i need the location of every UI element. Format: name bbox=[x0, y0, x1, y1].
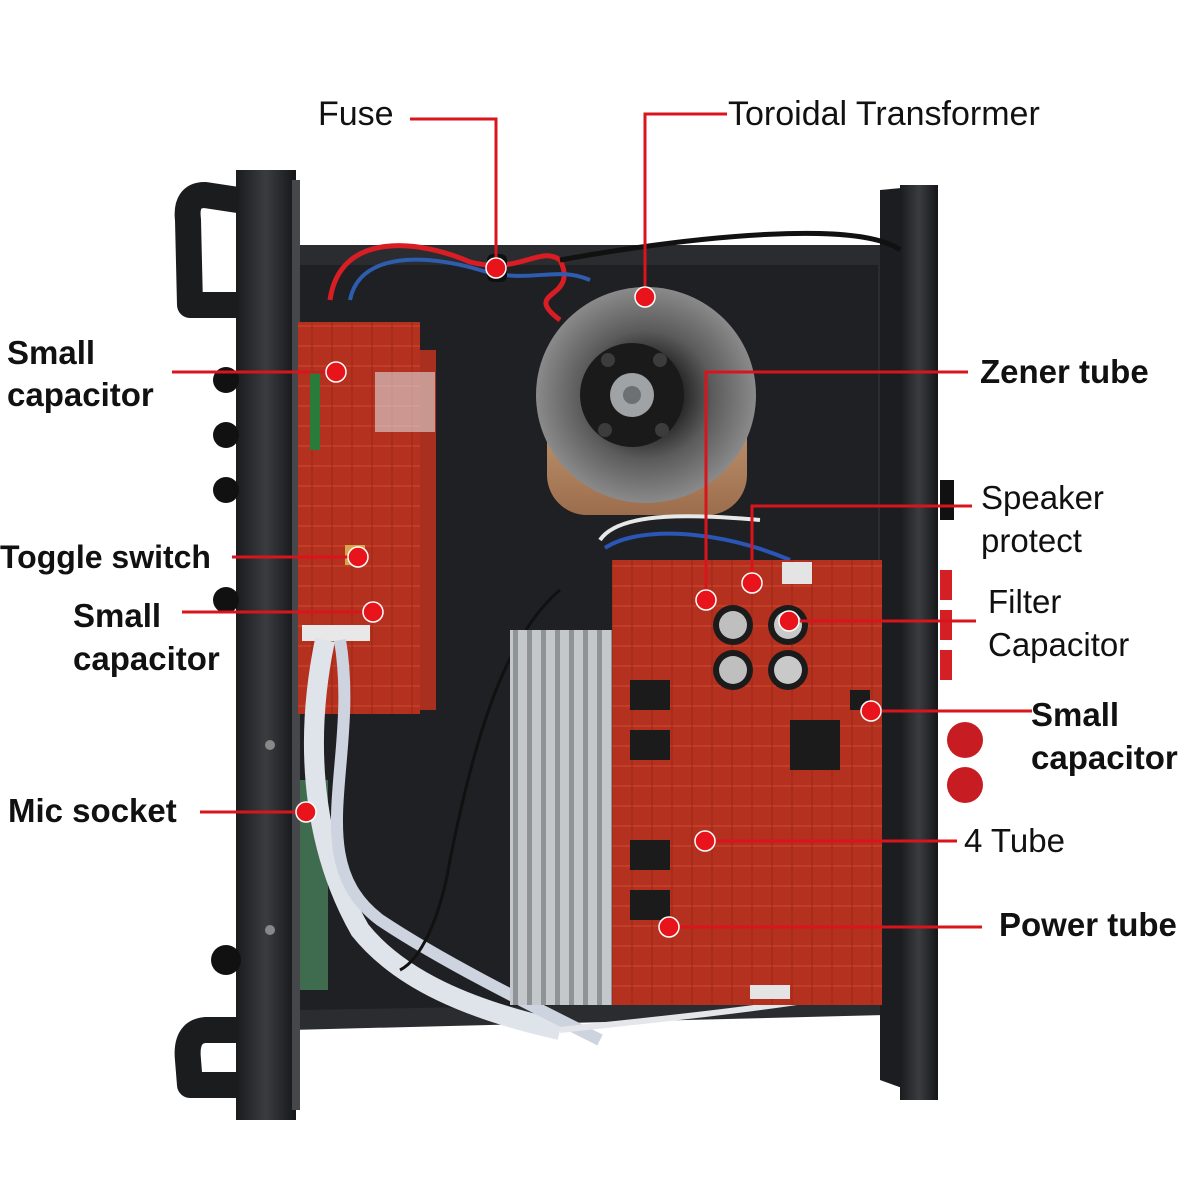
label-fuse-text: Fuse bbox=[318, 95, 394, 133]
label-small-capacitor-top-line1: Small bbox=[7, 334, 96, 371]
label-small-capacitor-right: Small capacitor bbox=[1031, 693, 1178, 779]
leader-line-toroidal-transformer bbox=[643, 112, 727, 297]
label-small-capacitor-mid-line1: Small bbox=[73, 597, 162, 634]
label-small-capacitor-mid-line2: capacitor bbox=[73, 640, 220, 677]
marker-dot-fuse bbox=[485, 257, 507, 279]
label-speaker-protect-line2: protect bbox=[981, 522, 1082, 559]
label-mic-socket: Mic socket bbox=[8, 792, 177, 830]
label-mic-socket-text: Mic socket bbox=[8, 792, 177, 829]
label-power-tube-text: Power tube bbox=[999, 906, 1177, 943]
label-speaker-protect: Speaker protect bbox=[981, 476, 1104, 562]
marker-dot-four-tube bbox=[694, 830, 716, 852]
label-small-capacitor-top-line2: capacitor bbox=[7, 376, 154, 413]
marker-dot-toroidal-transformer bbox=[634, 286, 656, 308]
label-zener-tube: Zener tube bbox=[980, 353, 1149, 391]
label-small-capacitor-top: Small capacitor bbox=[7, 332, 154, 416]
marker-dot-small-capacitor-top bbox=[325, 361, 347, 383]
speaker-terminals bbox=[940, 480, 983, 803]
leader-line-zener-tube bbox=[704, 370, 968, 600]
marker-dot-zener-tube bbox=[695, 589, 717, 611]
label-small-capacitor-mid: Small capacitor bbox=[73, 594, 220, 680]
leader-line-speaker-protect bbox=[750, 504, 972, 583]
marker-dot-small-capacitor-mid bbox=[362, 601, 384, 623]
label-filter-capacitor: Filter Capacitor bbox=[988, 580, 1129, 666]
label-small-capacitor-right-line2: capacitor bbox=[1031, 739, 1178, 776]
label-small-capacitor-right-line1: Small bbox=[1031, 696, 1120, 733]
label-toggle-switch: Toggle switch bbox=[0, 539, 211, 576]
label-power-tube: Power tube bbox=[999, 906, 1177, 944]
marker-dot-mic-socket bbox=[295, 801, 317, 823]
marker-dot-power-tube bbox=[658, 916, 680, 938]
marker-dot-toggle-switch bbox=[347, 546, 369, 568]
label-toggle-switch-text: Toggle switch bbox=[0, 539, 211, 575]
leader-line-fuse bbox=[410, 117, 498, 268]
label-toroidal-transformer: Toroidal Transformer bbox=[728, 95, 1040, 134]
mains-wires bbox=[327, 230, 902, 322]
label-zener-tube-text: Zener tube bbox=[980, 353, 1149, 390]
label-four-tube-text: 4 Tube bbox=[964, 822, 1065, 859]
power-board bbox=[612, 560, 882, 1005]
label-toroidal-transformer-text: Toroidal Transformer bbox=[728, 95, 1040, 133]
label-fuse: Fuse bbox=[318, 95, 394, 134]
marker-dot-filter-capacitor bbox=[778, 610, 800, 632]
label-speaker-protect-line1: Speaker bbox=[981, 479, 1104, 516]
label-filter-capacitor-line1: Filter bbox=[988, 583, 1062, 620]
toroidal-transformer bbox=[536, 287, 791, 562]
marker-dot-small-capacitor-right bbox=[860, 700, 882, 722]
marker-dot-speaker-protect bbox=[741, 572, 763, 594]
label-filter-capacitor-line2: Capacitor bbox=[988, 626, 1130, 663]
label-four-tube: 4 Tube bbox=[964, 822, 1065, 860]
